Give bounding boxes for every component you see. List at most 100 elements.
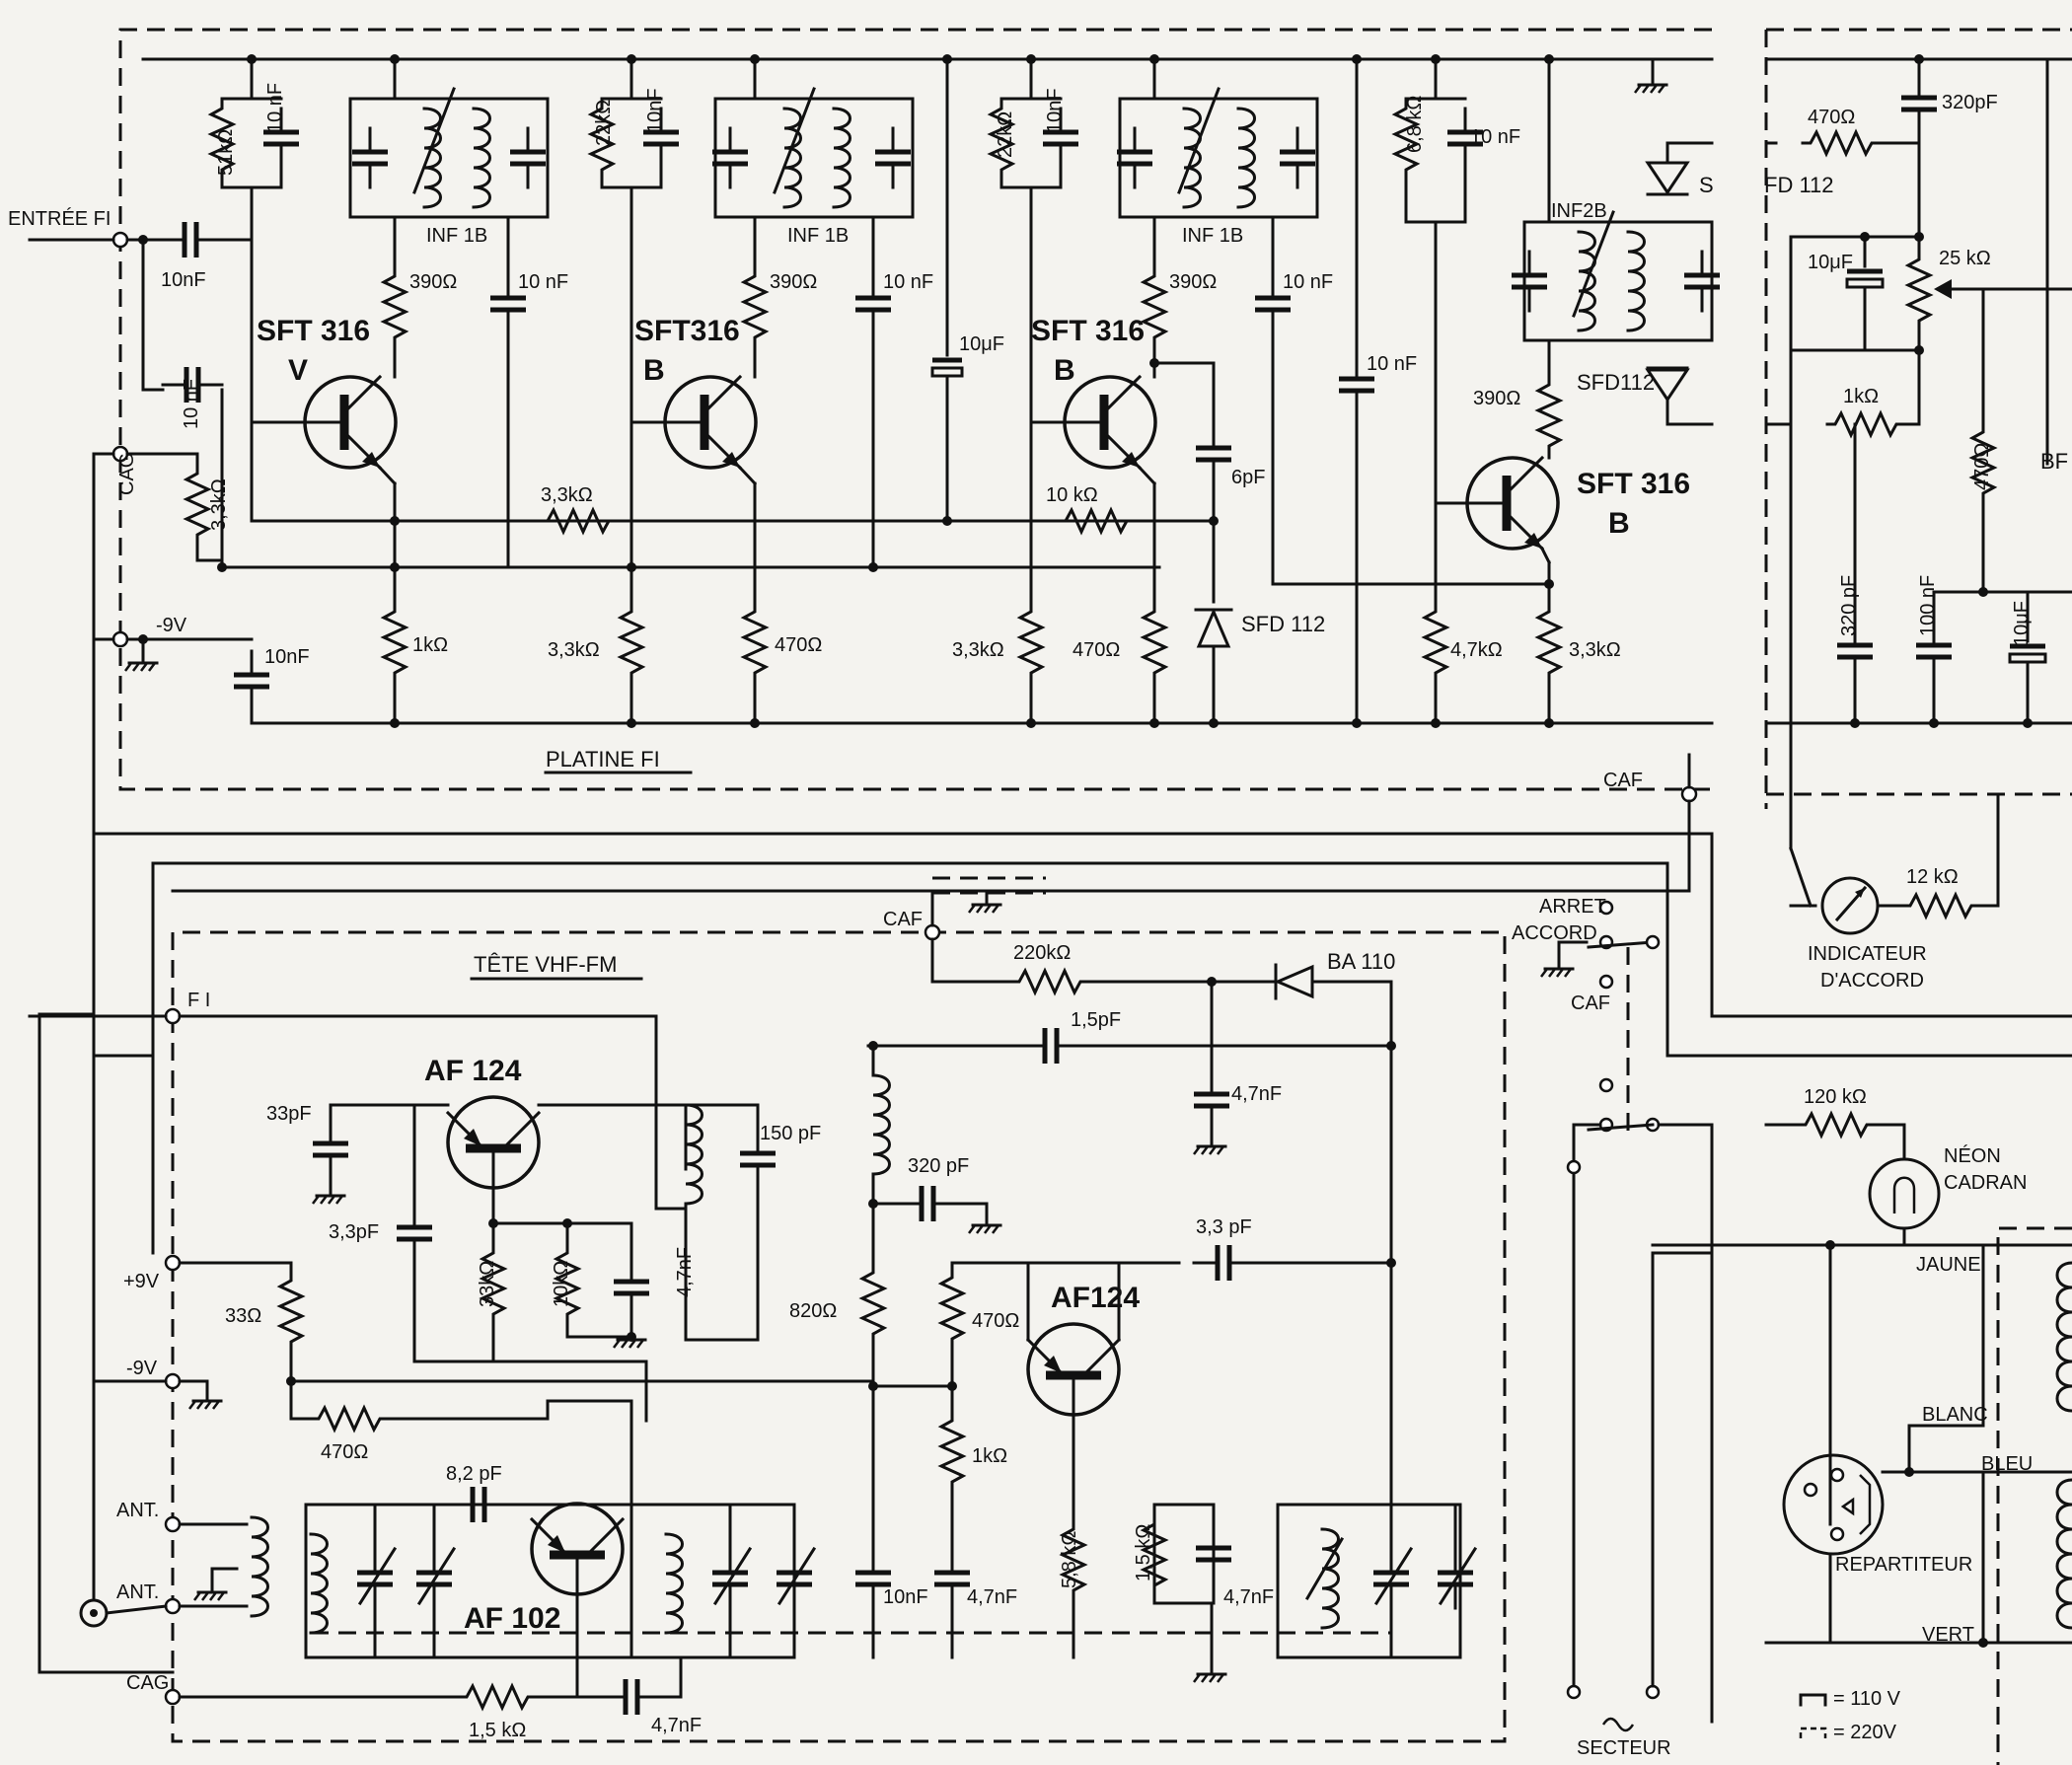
capacitor-10nf-f-label: 10 nF xyxy=(1283,271,1333,293)
capacitor-320p-v-label: 320 pF xyxy=(1838,575,1860,636)
caf-terminal-head[interactable] xyxy=(924,923,941,941)
capacitor-10nf-a-label: 10 nF xyxy=(264,83,286,133)
ground-symbol xyxy=(1192,1144,1227,1156)
resistor-33-label: 33Ω xyxy=(225,1305,261,1327)
resistor-3k3-3-label: 3,3kΩ xyxy=(952,639,1004,661)
capacitor-10uf-label: 10μF xyxy=(959,333,1004,355)
diode-sfd112-right-label: SFD112 xyxy=(1577,370,1655,395)
antenna-coil xyxy=(250,1515,269,1618)
capacitor-4n7-mix-label: 4,7nF xyxy=(967,1586,1017,1608)
resistor-3k3-2 xyxy=(619,602,644,681)
secteur-label: SECTEUR xyxy=(1577,1737,1671,1759)
capacitor-3p3-mix-label: 3,3 pF xyxy=(1196,1216,1252,1238)
capacitor-4n7-caf xyxy=(1194,1070,1229,1130)
plus9v-terminal[interactable] xyxy=(164,1254,182,1272)
resistor-3k3-feedback-label: 3,3kΩ xyxy=(541,484,593,506)
resistor-390-4 xyxy=(1536,375,1562,454)
tank-capacitor xyxy=(352,128,388,187)
resistor-10k-feedback-label: 10 kΩ xyxy=(1046,484,1098,506)
capacitor-6pf xyxy=(1196,424,1231,483)
mixer-output-coil xyxy=(1320,1527,1340,1630)
capacitor-10uf-right-label: 10μF xyxy=(1808,252,1853,273)
minus9v-terminal-top[interactable] xyxy=(111,630,129,648)
legend-220v: = 220V xyxy=(1833,1722,1897,1743)
input-capacitor xyxy=(161,222,220,257)
plus9v-label: +9V xyxy=(123,1271,160,1292)
resistor-470-h-label: 470Ω xyxy=(321,1441,368,1463)
resistor-3k3-4 xyxy=(1536,602,1562,681)
resistor-22k-2-label: 22kΩ xyxy=(995,111,1016,158)
tank-capacitor xyxy=(1117,128,1152,187)
capacitor-10nf-d-label: 10 nF xyxy=(883,271,933,293)
minus9v-top-label: -9V xyxy=(156,615,187,636)
resistor-4k7-label: 4,7kΩ xyxy=(1450,639,1503,661)
jaune-label: JAUNE xyxy=(1916,1254,1981,1276)
capacitor-10nf-cag-label: 10 nF xyxy=(181,379,202,429)
capacitor-100n-label: 100 nF xyxy=(1917,575,1939,636)
diode-s xyxy=(1645,161,1690,195)
diode-s-label: S xyxy=(1699,173,1714,197)
tete-vhf-fm-block: TÊTE VHF-FM CAF 220kΩ BA 110 4,7nF F I xyxy=(28,876,1507,1743)
diode-sfd112-label: SFD 112 xyxy=(1241,612,1325,636)
capacitor-33p-label: 33pF xyxy=(266,1103,312,1125)
tete-vhf-fm-label: TÊTE VHF-FM xyxy=(474,952,617,977)
entree-fi-terminal[interactable] xyxy=(111,231,129,249)
minus9v-terminal-bottom[interactable] xyxy=(164,1372,182,1390)
bf-label: BF xyxy=(2040,449,2068,474)
resistor-4k7 xyxy=(1423,602,1448,681)
caf-head-label: CAF xyxy=(883,909,923,930)
transistor-q2-label: SFT316 xyxy=(634,315,740,347)
capacitor-4n7-mix xyxy=(934,1549,970,1608)
capacitor-4n7-osc xyxy=(614,1258,649,1317)
transistor-q4-grade: B xyxy=(1608,507,1630,540)
capacitor-10nf-head-label: 10nF xyxy=(883,1586,928,1608)
antenna-1-label: ANT. xyxy=(116,1500,159,1521)
voltage-selector-icon[interactable] xyxy=(1782,1453,1885,1556)
rf-output-coil xyxy=(664,1532,684,1635)
if-coil xyxy=(472,107,491,209)
resistor-390-4-label: 390Ω xyxy=(1473,388,1520,409)
resistor-12k xyxy=(1900,893,1979,919)
capacitor-10nf-b-label: 10 nF xyxy=(518,271,568,293)
capacitor-4n7-r-label: 4,7nF xyxy=(1223,1586,1274,1608)
resistor-820 xyxy=(860,1263,886,1342)
antenna-terminal-1[interactable] xyxy=(164,1515,182,1533)
tank-capacitor xyxy=(1684,252,1720,311)
antenna-terminal-2[interactable] xyxy=(164,1597,182,1615)
resistor-470-2 xyxy=(742,602,768,681)
ground-symbol xyxy=(1539,967,1575,979)
minus9v-bottom-label: -9V xyxy=(126,1358,158,1379)
function-switch[interactable]: ARRET ACCORD CAF SECTEUR xyxy=(1512,896,1714,1759)
resistor-1k5-h-label: 1,5 kΩ xyxy=(469,1720,526,1741)
capacitor-6pf-label: 6pF xyxy=(1231,467,1265,488)
caf-terminal-right[interactable] xyxy=(1680,785,1698,803)
resistor-12k-label: 12 kΩ xyxy=(1906,866,1959,888)
fi-terminal[interactable] xyxy=(164,1007,182,1025)
resistor-5k8-label: 5,8 kΩ xyxy=(1059,1531,1080,1588)
resistor-220k-label: 220kΩ xyxy=(1013,942,1071,964)
input-capacitor-label: 10nF xyxy=(161,269,206,291)
resistor-6k8-label: 6,8 kΩ xyxy=(1404,96,1426,153)
resistor-820-label: 820Ω xyxy=(789,1300,837,1322)
bleu-label: BLEU xyxy=(1981,1453,2033,1475)
resistor-51k-label: 51kΩ xyxy=(215,129,237,176)
if-coil xyxy=(1236,107,1256,209)
indicateur-label: INDICATEUR xyxy=(1808,943,1927,965)
capacitor-3p3-osc xyxy=(397,1204,432,1263)
transistor-q4 xyxy=(1467,458,1558,549)
capacitor-4n7-osc-label: 4,7nF xyxy=(674,1247,696,1297)
caf-right-label: CAF xyxy=(1603,770,1643,791)
transistor-af124-osc xyxy=(448,1097,539,1188)
capacitor-320p-head-label: 320 pF xyxy=(908,1155,969,1177)
cag-top-label: CAG xyxy=(116,453,138,495)
capacitor-33p xyxy=(313,1120,348,1179)
daccord-label: D'ACCORD xyxy=(1820,970,1924,992)
resistor-3k3-cag-label: 3,3kΩ xyxy=(208,478,230,531)
transistor-af124-mix xyxy=(1028,1324,1119,1415)
mixer-coil xyxy=(871,1073,891,1176)
resistor-22k-1-label: 22kΩ xyxy=(593,100,615,146)
ground-symbol xyxy=(967,903,1002,915)
resistor-120k xyxy=(1796,1112,1875,1138)
resistor-120k-label: 120 kΩ xyxy=(1804,1086,1867,1108)
transistor-q3 xyxy=(1065,377,1155,468)
